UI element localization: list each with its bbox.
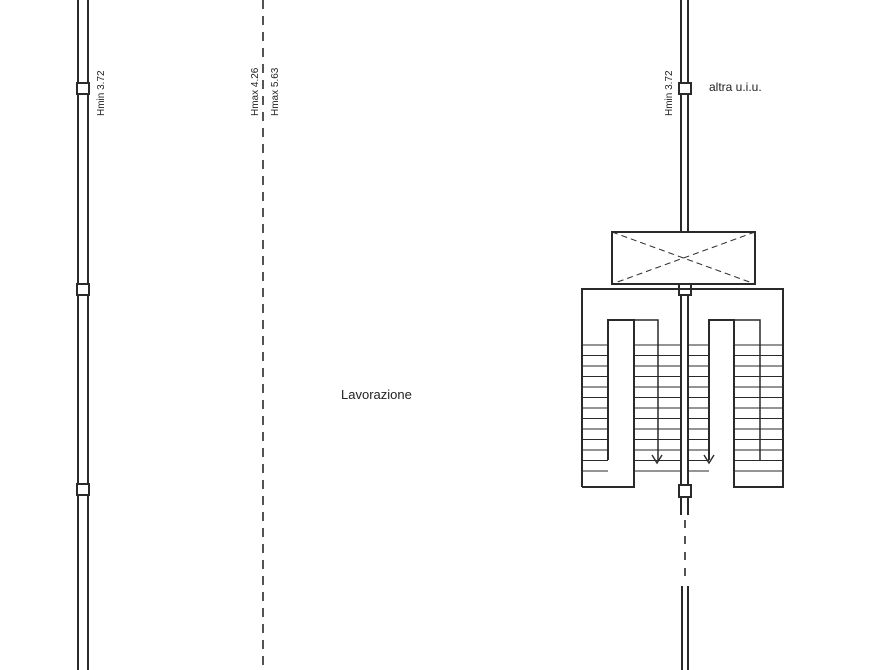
left-wall-posts <box>76 82 90 496</box>
left-wall <box>77 0 89 670</box>
left-wall-height-label: Hmin 3.72 <box>96 70 107 116</box>
staircase <box>581 288 784 488</box>
center-height-label-2: Hmax 5.63 <box>270 67 281 116</box>
column-post <box>678 484 692 498</box>
right-wall-height-label: Hmin 3.72 <box>664 70 675 116</box>
down-arrow-icon <box>651 454 663 465</box>
room-label: Lavorazione <box>341 387 412 402</box>
shaft-box <box>611 231 756 285</box>
column-post <box>678 82 692 95</box>
right-wall <box>680 0 689 515</box>
other-unit-label: altra u.i.u. <box>709 80 762 94</box>
column-post <box>76 82 90 95</box>
right-wall-lower <box>681 586 689 670</box>
down-arrow-icon <box>703 454 715 465</box>
stair-arrows <box>651 454 715 465</box>
column-post <box>76 283 90 296</box>
center-height-label-1: Hmax 4.26 <box>250 67 261 116</box>
stair-treads <box>582 344 783 472</box>
column-post <box>76 483 90 496</box>
